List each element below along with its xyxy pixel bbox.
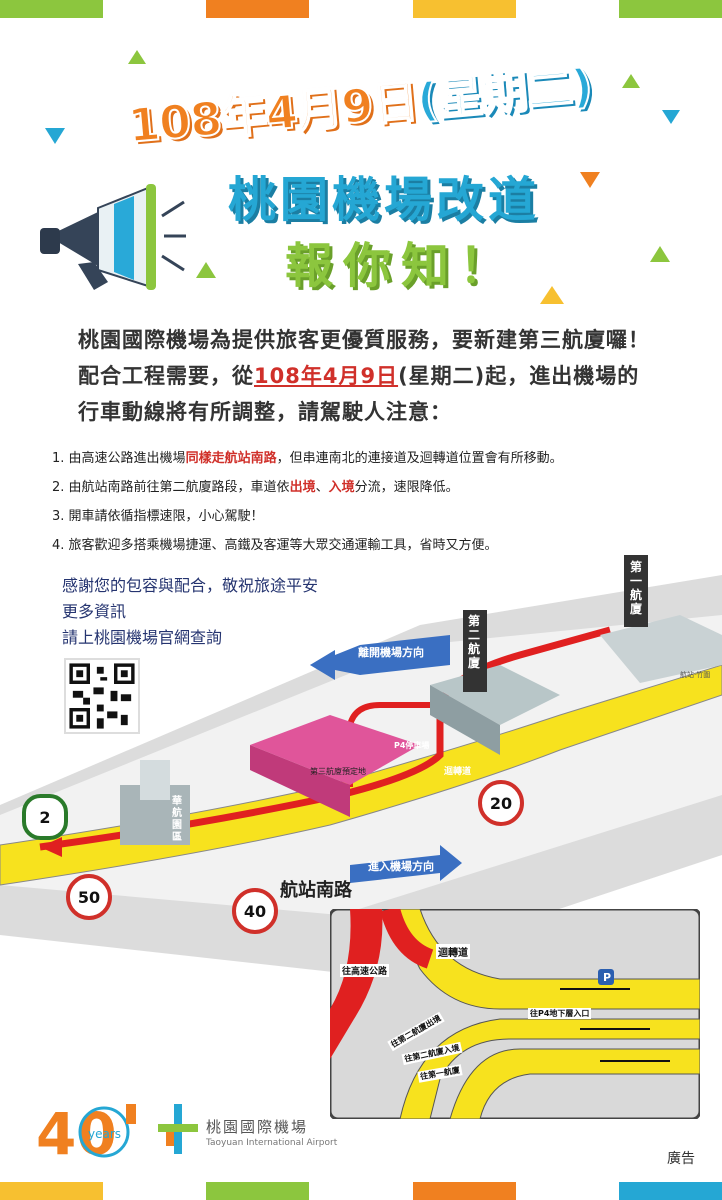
taoyuan-airport-logo-icon xyxy=(158,1104,198,1154)
rule-item: 3. 開車請依循指標速限，小心駕駛！ xyxy=(52,509,264,524)
detail-p4-label: 往P4地下層入口 xyxy=(528,1008,592,1019)
rules-list: 1. 由高速公路進出機場同樣走航站南路，但串連南北的連接道及迴轉道位置會有所移動… xyxy=(52,444,712,560)
road-name-label: 航站南路 xyxy=(280,880,352,901)
thanks-line-1: 感謝您的包容與配合，敬祝旅途平安 xyxy=(62,576,319,595)
anniv-word: years xyxy=(88,1127,121,1141)
intro-date: 108年4月9日 xyxy=(254,364,399,388)
top-color-stripe xyxy=(0,0,722,18)
anniv-number: 40 xyxy=(36,1100,117,1164)
terminal1-label: 第一航廈 xyxy=(630,560,643,616)
detail-uturn-label: 迴轉道 xyxy=(436,944,470,959)
intro-line-1: 桃園國際機場為提供旅客更優質服務，要新建第三航廈囉！ xyxy=(78,328,650,352)
detail-highway-label: 往高速公路 xyxy=(340,964,390,977)
headline-date: 108年4月9日(星期二) xyxy=(125,58,595,154)
speed-limit-40: 40 xyxy=(232,888,278,934)
speed-limit-50: 50 xyxy=(66,874,112,920)
interchange-detail-map xyxy=(330,909,700,1119)
rule-item: 2. 由航站南路前往第二航廈路段，車道依出境、入境分流，速限降低。 xyxy=(52,480,459,495)
thanks-block: 感謝您的包容與配合，敬祝旅途平安 更多資訊 請上桃園機場官網查詢 xyxy=(62,573,318,651)
intro-line-2: 配合工程需要，從108年4月9日(星期二)起，進出機場的 xyxy=(78,364,640,388)
decor-triangle xyxy=(128,50,146,64)
headline-weekday: (星期二) xyxy=(414,58,595,129)
decor-triangle xyxy=(650,246,670,262)
qr-code[interactable] xyxy=(64,658,140,734)
decor-triangle xyxy=(45,128,65,144)
decor-triangle xyxy=(662,110,680,124)
enter-direction-label: 進入機場方向 xyxy=(368,860,434,873)
route-map xyxy=(0,555,722,975)
leave-direction-label: 離開機場方向 xyxy=(358,646,424,659)
headline-subtitle: 報你知！ xyxy=(285,238,518,294)
decor-triangle xyxy=(196,262,216,278)
rule-item: 4. 旅客歡迎多搭乘機場捷運、高鐵及客運等大眾交通運輸工具，省時又方便。 xyxy=(52,538,498,553)
airport-name-zh: 桃園國際機場 xyxy=(206,1118,309,1136)
hotel-label: 華航園區 xyxy=(172,796,182,843)
uturn-label: 迴轉道 xyxy=(444,767,472,777)
terminal3-site-label: 第三航廈預定地 xyxy=(310,767,366,776)
speed-limit-20: 20 xyxy=(478,780,524,826)
p4-label: P4停車場 xyxy=(394,741,430,750)
rule-item: 1. 由高速公路進出機場同樣走航站南路，但串連南北的連接道及迴轉道位置會有所移動… xyxy=(52,451,563,466)
detail-parking-icon: P xyxy=(603,971,612,984)
route-2-sign: 2 xyxy=(22,794,68,840)
thanks-line-2: 更多資訊 xyxy=(62,602,127,621)
bottom-color-stripe xyxy=(0,1182,722,1200)
headline-title: 桃園機場改道 xyxy=(228,172,541,228)
terminal2-label: 第二航廈 xyxy=(468,614,481,670)
intro-line-3: 行車動線將有所調整，請駕駛人注意： xyxy=(78,400,452,424)
40-years-logo: 40 years xyxy=(36,1100,136,1164)
ad-label: 廣告 xyxy=(667,1151,695,1167)
decor-triangle xyxy=(622,74,640,88)
megaphone-icon xyxy=(40,184,186,290)
thanks-line-3: 請上桃園機場官網查詢 xyxy=(62,628,223,647)
airport-name-en: Taoyuan International Airport xyxy=(206,1138,338,1148)
intro-paragraph: 桃園國際機場為提供旅客更優質服務，要新建第三航廈囉！ 配合工程需要，從108年4… xyxy=(78,322,698,430)
decor-triangle xyxy=(540,286,564,304)
decor-triangle xyxy=(580,172,600,188)
small-road-sign: 航站‧竹圍 xyxy=(680,671,711,679)
